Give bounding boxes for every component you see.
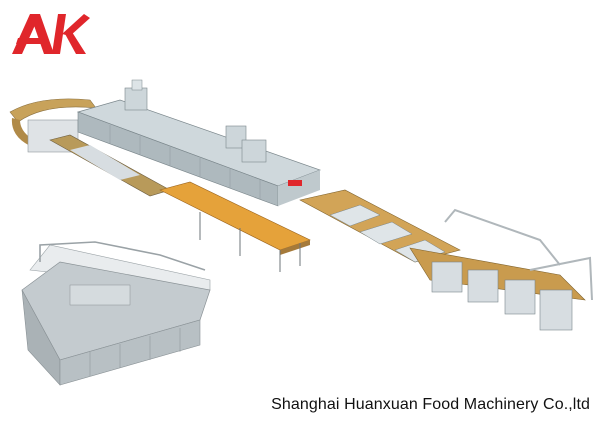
stainless-machine-photo [21,241,211,386]
brand-logo [12,14,90,54]
company-caption: Shanghai Huanxuan Food Machinery Co.,ltd [271,396,590,413]
